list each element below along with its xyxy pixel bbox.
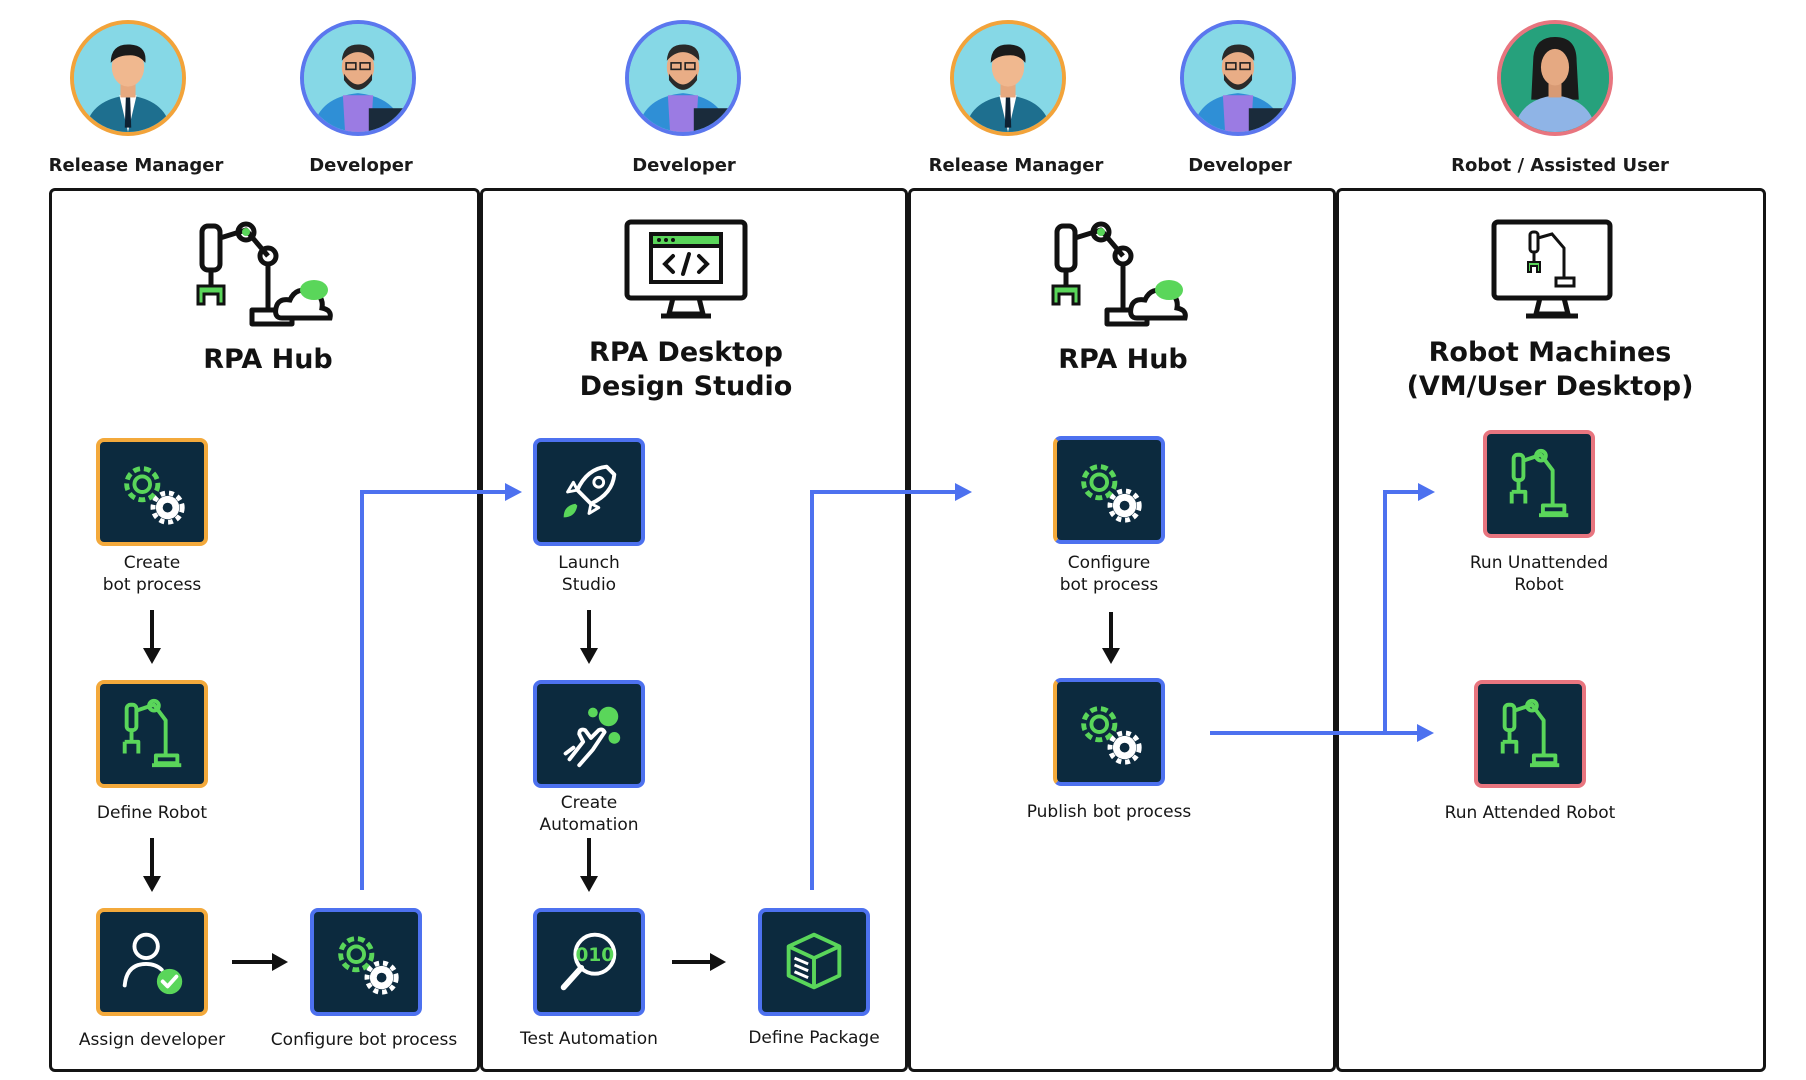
- configure-bot-process-label-1: Configure bot process: [270, 1030, 458, 1050]
- test-automation-label: Test Automation: [520, 1029, 658, 1049]
- create-automation-label: Create Automation: [539, 793, 639, 835]
- panel-title-rpa-hub-2: RPA Hub: [1058, 344, 1188, 375]
- assisted-user-portrait-icon: [1501, 24, 1609, 132]
- launch-studio-label: Launch Studio: [558, 553, 620, 595]
- release-manager-portrait-icon: [954, 24, 1062, 132]
- launch-studio-tile[interactable]: [533, 438, 645, 546]
- define-package-tile[interactable]: [758, 908, 870, 1016]
- role-label-developer-2: Developer: [632, 155, 736, 176]
- robot-arm-icon: [1500, 698, 1560, 768]
- assign-developer-label: Assign developer: [78, 1030, 226, 1050]
- panel-robot-machines: [1336, 188, 1766, 1072]
- role-label-robot-user: Robot / Assisted User: [1451, 155, 1669, 176]
- developer-portrait-icon: [629, 24, 737, 132]
- gears-icon: [1081, 464, 1142, 523]
- run-attended-robot-tile[interactable]: [1474, 680, 1586, 788]
- step-arrow: [580, 838, 598, 892]
- package-box-icon: [786, 932, 842, 990]
- step-arrow: [672, 953, 726, 971]
- avatar-developer-1: [300, 20, 416, 136]
- test-automation-tile[interactable]: 010: [533, 908, 645, 1016]
- assign-developer-tile[interactable]: [96, 908, 208, 1016]
- create-bot-process-tile[interactable]: [96, 438, 208, 546]
- role-label-release-manager-2: Release Manager: [928, 155, 1104, 176]
- panel-rpa-hub-2: [908, 188, 1336, 1072]
- panel-title-robot-machines: Robot Machines (VM/User Desktop): [1406, 337, 1694, 402]
- configure-bot-process-label-2: Configure bot process: [1059, 553, 1159, 595]
- configure-bot-process-tile-1[interactable]: [310, 908, 422, 1016]
- step-arrow: [143, 838, 161, 892]
- avatar-developer-3: [1180, 20, 1296, 136]
- run-unattended-robot-tile[interactable]: [1483, 430, 1595, 538]
- robot-arm-icon: [1509, 448, 1569, 518]
- robot-arm-cloud-icon: [190, 220, 340, 330]
- define-robot-tile[interactable]: [96, 680, 208, 788]
- step-arrow: [143, 610, 161, 664]
- developer-portrait-icon: [304, 24, 412, 132]
- avatar-robot-user: [1497, 20, 1613, 136]
- release-manager-portrait-icon: [74, 24, 182, 132]
- touch-icon: [563, 706, 621, 768]
- run-unattended-robot-label: Run Unattended Robot: [1469, 553, 1609, 595]
- gears-icon: [1081, 706, 1142, 765]
- robot-arm-icon: [122, 698, 182, 768]
- user-check-icon: [122, 932, 183, 995]
- role-label-developer-3: Developer: [1188, 155, 1292, 176]
- magnifier-binary-icon: 010: [560, 932, 617, 991]
- robot-monitor-icon: [1490, 218, 1614, 322]
- gears-icon: [338, 936, 399, 995]
- developer-portrait-icon: [1184, 24, 1292, 132]
- panel-title-rpa-desktop-design-studio: RPA Desktop Design Studio: [579, 337, 793, 402]
- avatar-release-manager-2: [950, 20, 1066, 136]
- define-robot-label: Define Robot: [96, 803, 208, 823]
- avatar-release-manager-1: [70, 20, 186, 136]
- publish-bot-process-tile[interactable]: [1053, 678, 1165, 786]
- handoff-arrow: [1210, 483, 1435, 742]
- configure-bot-process-tile-2[interactable]: [1053, 436, 1165, 544]
- handoff-arrow: [360, 483, 522, 890]
- rocket-icon: [563, 464, 617, 518]
- step-arrow: [580, 610, 598, 664]
- role-label-developer-1: Developer: [309, 155, 413, 176]
- publish-bot-process-label: Publish bot process: [1026, 802, 1192, 822]
- run-attended-robot-label: Run Attended Robot: [1444, 803, 1616, 823]
- panel-title-rpa-hub-1: RPA Hub: [203, 344, 333, 375]
- define-package-label: Define Package: [748, 1028, 880, 1048]
- handoff-arrow: [810, 483, 972, 890]
- robot-arm-cloud-icon: [1045, 220, 1195, 330]
- create-bot-process-label: Create bot process: [102, 553, 202, 595]
- svg-text:010: 010: [576, 945, 615, 966]
- create-automation-tile[interactable]: [533, 680, 645, 788]
- code-monitor-icon: [623, 218, 749, 322]
- step-arrow: [1102, 612, 1120, 664]
- avatar-developer-2: [625, 20, 741, 136]
- step-arrow: [232, 953, 288, 971]
- role-label-release-manager-1: Release Manager: [48, 155, 224, 176]
- gears-icon: [124, 466, 185, 525]
